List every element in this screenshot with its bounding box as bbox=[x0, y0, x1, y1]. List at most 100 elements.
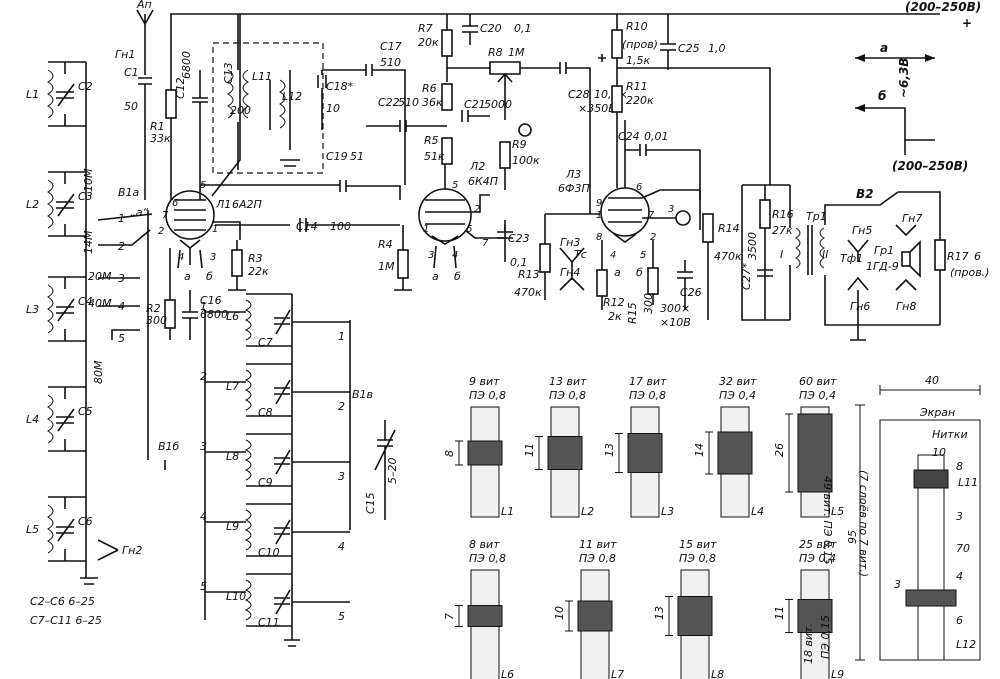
ac-label: ~6,3В bbox=[897, 58, 911, 98]
detector-stage: С28 10,0× ×350В R13 470к Гн3 Тс Гн4 R12 … bbox=[514, 54, 702, 329]
switch-b1v-label: В1в bbox=[352, 388, 373, 401]
input-cap-1-symbol bbox=[56, 83, 75, 107]
osc-switch-left-pos-5: 5 bbox=[200, 580, 207, 593]
input-coil-5-label: L5 bbox=[26, 523, 39, 536]
gn4-label: Гн4 bbox=[560, 266, 580, 279]
antenna-input: Ап Гн1 С1 50 R1 33к bbox=[115, 0, 177, 200]
c27-value: 3500 bbox=[746, 232, 759, 260]
c21-label: С21 bbox=[464, 98, 486, 111]
coil-name-L3: L3 bbox=[661, 505, 674, 518]
osc-coil-8-wires bbox=[246, 433, 292, 487]
r12-value: 2к bbox=[608, 310, 622, 323]
c24-label: С24 bbox=[618, 130, 640, 143]
gn7-label: Гн7 bbox=[902, 212, 922, 225]
input-coil-2-wires bbox=[48, 171, 86, 237]
screen-width-label: 40 bbox=[925, 374, 939, 387]
osc-switch-4-wires bbox=[205, 521, 350, 533]
screen-label: Экран bbox=[919, 406, 955, 419]
c25-label: С25 bbox=[678, 42, 700, 55]
switch-b1b-label: В1б bbox=[158, 440, 180, 453]
coil-winding-L3 bbox=[627, 433, 663, 473]
r4-label: R4 bbox=[378, 238, 393, 251]
tube3-type: 6Ф3П bbox=[558, 182, 590, 195]
coil-winding-L8 bbox=[677, 596, 713, 636]
coil-winding-L9 bbox=[797, 599, 833, 633]
bus-a-label: а bbox=[880, 41, 888, 55]
r4-resistor bbox=[397, 249, 409, 279]
l11-coil-label: L11 bbox=[958, 476, 978, 489]
coil-name-L7: L7 bbox=[611, 668, 624, 679]
dim-8: 8 bbox=[956, 460, 963, 473]
r11-resistor bbox=[611, 85, 623, 113]
screen-note-4: ПЭ 0,15 bbox=[819, 615, 832, 659]
tube3-pin-5: 5 bbox=[640, 250, 646, 261]
antenna-label: Ап bbox=[136, 0, 152, 11]
r5-resistor bbox=[441, 137, 453, 165]
r1-label: R1 bbox=[150, 120, 165, 133]
r3-resistor bbox=[231, 249, 243, 277]
r7-resistor bbox=[441, 29, 453, 57]
osc-switch-3-wires bbox=[205, 451, 350, 463]
tr1-label: Тр1 bbox=[806, 210, 827, 223]
osc-coil-6-winding bbox=[244, 299, 252, 341]
coil-dimension-L2 bbox=[535, 436, 543, 470]
c26-value2: ×10В bbox=[660, 316, 691, 329]
tube3-pin-6: 6 bbox=[636, 182, 642, 193]
tube3-heater-b: б bbox=[636, 266, 643, 279]
supply-mid-label: (200–250В) bbox=[892, 159, 968, 173]
r3-value: 22к bbox=[248, 265, 269, 278]
gn1-label: Гн1 bbox=[115, 48, 135, 61]
band-14m: 14М bbox=[82, 230, 95, 254]
tube3-pin-2: 2 bbox=[650, 232, 656, 243]
r14-value: 470к bbox=[714, 250, 742, 263]
tube1-heater-b: б bbox=[206, 270, 213, 283]
coilRow2-turns-3: 25 вит bbox=[799, 538, 837, 551]
tube1-pin-7: 7 bbox=[162, 210, 169, 221]
tube1-pin-1: 1 bbox=[212, 224, 218, 235]
osc-switch-right-pos-2: 2 bbox=[338, 400, 345, 413]
dim-4: 4 bbox=[956, 570, 963, 583]
c15-label: С15 bbox=[364, 492, 377, 514]
coil-size-L8: 13 bbox=[653, 606, 666, 620]
switch-b1a-label: В1а bbox=[118, 186, 140, 199]
gr1-label: Гр1 bbox=[874, 244, 894, 257]
coilRow1-wire-4: ПЭ 0,4 bbox=[799, 389, 836, 402]
coil-size-L3: 13 bbox=[603, 443, 616, 457]
tube3-pin-7: 7 bbox=[648, 210, 655, 221]
tube1-name: Л1 bbox=[215, 198, 231, 211]
switch-a-mark: „а“ bbox=[130, 206, 148, 219]
screen-height-label: 95 bbox=[846, 530, 859, 544]
osc-coil-buses bbox=[204, 294, 351, 647]
c17-label: С17 bbox=[380, 40, 402, 53]
c1-value: 50 bbox=[124, 100, 138, 113]
switch-pos-5: 5 bbox=[118, 332, 125, 345]
tr1-winding-2: II bbox=[822, 248, 829, 261]
r2-value: 300 bbox=[146, 314, 167, 327]
coilRow1-turns-2: 17 вит bbox=[629, 375, 667, 388]
supply-top-label: (200–250В) bbox=[905, 0, 981, 14]
input-cap-2-symbol bbox=[56, 193, 75, 217]
osc-coil-9-winding bbox=[244, 509, 252, 551]
r6-resistor bbox=[441, 83, 453, 111]
band-40m: 40М bbox=[88, 297, 112, 310]
r1-value: 33к bbox=[150, 132, 171, 145]
input-coil-3-label: L3 bbox=[26, 303, 39, 316]
osc-coil-8-winding bbox=[244, 439, 252, 481]
input-coil-1-winding bbox=[47, 69, 54, 119]
c28-label: С28 bbox=[568, 88, 590, 101]
osc-coil-10-wires bbox=[246, 573, 292, 627]
input-coil-ground-bus bbox=[80, 62, 98, 585]
r9-resistor bbox=[499, 141, 511, 169]
c21-value: 5000 bbox=[484, 98, 512, 111]
osc-switch-right-pos-5: 5 bbox=[338, 610, 345, 623]
tube3-pin-8: 8 bbox=[596, 232, 602, 243]
screen-note-2: (7 слоёв по 7 вит.) bbox=[857, 470, 870, 577]
c18-label: С18* bbox=[326, 80, 354, 93]
l11-label: L11 bbox=[252, 70, 272, 83]
osc-switch-2-wires bbox=[205, 381, 350, 393]
tube2-pin-3: 3 bbox=[428, 250, 434, 261]
coilRow1-turns-4: 60 вит bbox=[799, 375, 837, 388]
r12-resistor bbox=[596, 269, 608, 297]
coil-winding-L4 bbox=[717, 431, 753, 475]
